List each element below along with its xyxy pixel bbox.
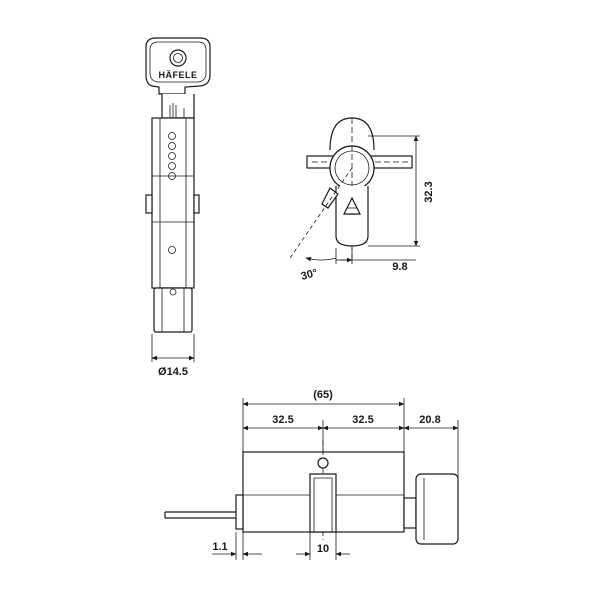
overall-length-label: (65) [313, 389, 333, 401]
side-view: 30° 32.3 9.8 [289, 117, 435, 283]
brand-logo: HÄFELE [159, 70, 198, 80]
angle-label: 30° [300, 267, 319, 283]
cylinder-body [151, 117, 195, 289]
fixing-hole [317, 457, 329, 469]
diameter-label: Ø14.5 [158, 366, 188, 378]
key-shaft [161, 94, 195, 119]
thumb-turn-knob [415, 473, 459, 545]
key-view: HÄFELE Ø14.5 [145, 37, 211, 378]
profile-stem [335, 186, 369, 247]
section-view: (65) 32.5 32.5 20.8 1.1 10 [164, 389, 459, 560]
left-half-label: 32.5 [272, 414, 293, 426]
right-half-label: 32.5 [352, 414, 373, 426]
width-label: 9.8 [392, 261, 407, 273]
knob-length-label: 20.8 [419, 414, 440, 426]
cam-width-label: 10 [317, 543, 329, 555]
pin-holes [168, 132, 176, 254]
key-hole [169, 49, 187, 67]
offset-label: 1.1 [212, 541, 227, 553]
height-label: 32.3 [423, 181, 435, 202]
thumb-turn [153, 287, 193, 333]
